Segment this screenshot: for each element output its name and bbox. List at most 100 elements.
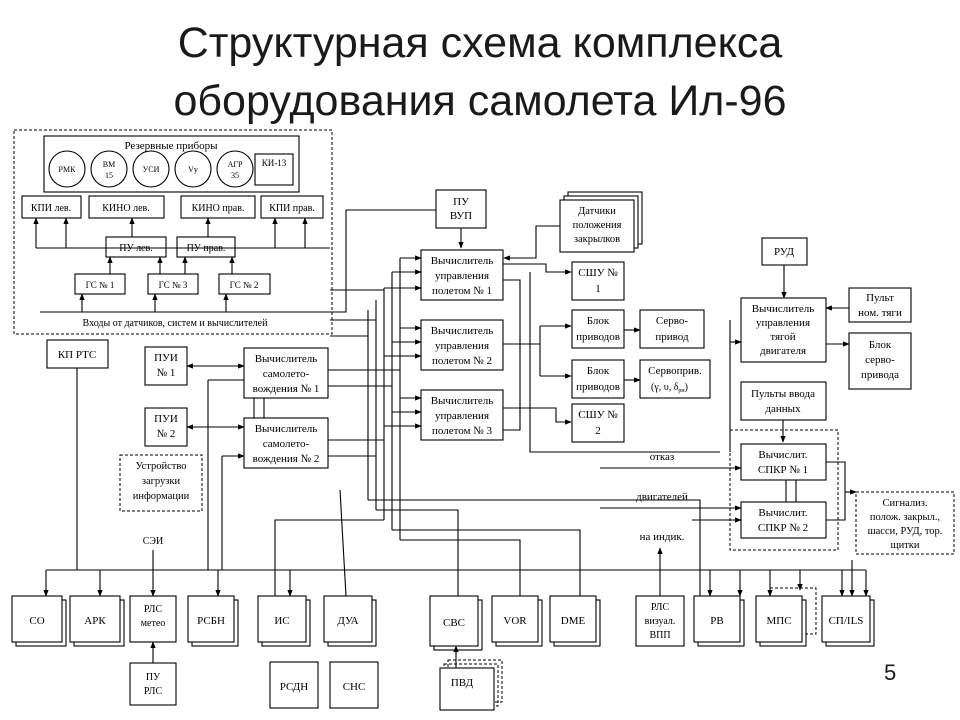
thrust-line2: управления	[756, 317, 810, 329]
dua-label: ДУА	[337, 615, 358, 627]
rls-vis-line2: визуал.	[645, 616, 676, 627]
ark-label: АРК	[84, 615, 106, 627]
servo-line1: Серво-	[656, 315, 688, 327]
gauge-label: ВМ	[103, 160, 115, 169]
rv-label: РВ	[710, 615, 723, 627]
sp-ils-label: СП/ILS	[829, 615, 864, 627]
sshu-1-box	[571, 261, 625, 301]
gauge-label: РМК	[59, 165, 77, 174]
input-panels-line1: Пульты ввода	[751, 388, 815, 400]
reserve-group-frame	[13, 129, 333, 335]
drives-2-box	[571, 359, 625, 399]
dme-label: DME	[561, 615, 586, 627]
sshu-2-line1: СШУ №	[578, 409, 618, 421]
spkr-1-line2: СПКР № 1	[758, 464, 808, 476]
sshu-1-line1: СШУ №	[578, 267, 618, 279]
fc1-line3: полетом № 1	[432, 285, 492, 297]
nav2-line2: самолето-	[263, 438, 310, 450]
bottom-row: СО АРК РЛС метео РСБН ИС ДУА СВС VOR DME…	[11, 587, 875, 711]
kino-left-label: КИНО лев.	[102, 203, 150, 214]
gauge-circle	[90, 150, 128, 188]
rls-vis-line3: ВПП	[649, 630, 670, 641]
sshu-2-box	[571, 403, 625, 443]
pu-rls-box	[129, 662, 177, 706]
pu-vup-line1: ПУ	[453, 196, 469, 208]
pui-1-box	[144, 346, 188, 386]
gauge-circle	[174, 150, 212, 188]
rsbn-box	[187, 595, 235, 643]
rsdn-box	[269, 661, 319, 709]
kino-right-label: КИНО прав.	[192, 203, 245, 214]
flaps-sensors-line1: Датчики	[578, 206, 616, 217]
fc2-line3: полетом № 2	[432, 355, 492, 367]
ki13-label: КИ-13	[262, 158, 287, 168]
drives-1-line1: Блок	[587, 315, 610, 327]
nav1-line3: вождения № 1	[253, 383, 320, 395]
to-indicators-label: на индик.	[640, 531, 685, 543]
flaps-sensors-line2: положения	[573, 220, 622, 231]
rls-meteo-line2: метео	[141, 618, 166, 629]
gauge-label: Vу	[188, 165, 198, 174]
sns-label: СНС	[343, 681, 366, 693]
gs1-box	[74, 273, 126, 295]
thrust-computer-box	[740, 297, 827, 363]
kpi-right-box	[260, 195, 324, 219]
rls-vis-box	[635, 595, 685, 647]
kpi-left-label: КПИ лев.	[31, 203, 71, 214]
co-box	[11, 595, 63, 643]
servo-line2: привод	[655, 331, 689, 343]
pu-rls-line2: РЛС	[144, 686, 163, 697]
nav1-line1: Вычислитель	[255, 353, 318, 365]
signal-line4: щитки	[890, 540, 919, 551]
rsbn-label: РСБН	[197, 615, 225, 627]
flaps-sensors-box	[559, 199, 635, 253]
pu-right-box	[176, 236, 236, 258]
rls-meteo-box	[129, 595, 177, 643]
fc3-line1: Вычислитель	[431, 395, 494, 407]
rud-box	[761, 237, 808, 266]
spkr-2-line1: Вычислит.	[758, 507, 807, 519]
flight-computer-3-box	[420, 389, 504, 441]
mps-box	[755, 595, 803, 643]
gs2-label: ГС № 2	[230, 280, 259, 290]
gauge-label: АГР	[228, 160, 243, 169]
dua-box	[323, 595, 373, 643]
reserve-instruments-label: Резервные приборы	[124, 140, 218, 152]
drives-1-box	[571, 309, 625, 349]
flight-computer-1-box	[420, 249, 504, 301]
servo-2-line1: Сервоприв.	[648, 365, 702, 377]
sei-label: СЭИ	[143, 536, 164, 547]
fc2-line1: Вычислитель	[431, 325, 494, 337]
fc3-line2: управления	[435, 410, 489, 422]
servo-box	[639, 309, 705, 349]
spkr-2-line2: СПКР № 2	[758, 522, 808, 534]
kino-left-box	[88, 195, 165, 219]
nav-computer-2-box	[243, 417, 329, 469]
pvd-label: ПВД	[451, 677, 474, 689]
svs-box	[429, 595, 479, 647]
spkr-1-box	[740, 443, 827, 481]
gauge-circle	[132, 150, 170, 188]
loader-line3: информации	[133, 491, 190, 502]
fc3-line3: полетом № 3	[432, 425, 493, 437]
gauge-label: 15	[105, 171, 113, 180]
gauge-label: УСИ	[143, 165, 160, 174]
sshu-1-line2: 1	[595, 283, 601, 295]
servo-2-box	[639, 359, 711, 399]
thrust-panel-line1: Пульт	[866, 292, 894, 304]
gauge-circle	[216, 150, 254, 188]
gs2-box	[218, 273, 271, 295]
pu-vup-line2: ВУП	[450, 210, 472, 222]
servo-2-line2: (γ, υ, δрн)	[651, 382, 688, 394]
engine-fail-line2: двигателей	[636, 491, 688, 503]
servo-block-line3: привода	[861, 369, 899, 381]
signal-line1: Сигнализ.	[883, 498, 928, 509]
ki13-box	[254, 153, 294, 186]
inputs-label: Входы от датчиков, систем и вычислителей	[83, 318, 269, 329]
thrust-line4: двигателя	[760, 345, 806, 357]
pui-1-line2: № 1	[157, 367, 176, 379]
pu-left-box	[105, 236, 167, 258]
loader-line2: загрузки	[142, 476, 181, 487]
gauge-circle	[48, 150, 86, 188]
